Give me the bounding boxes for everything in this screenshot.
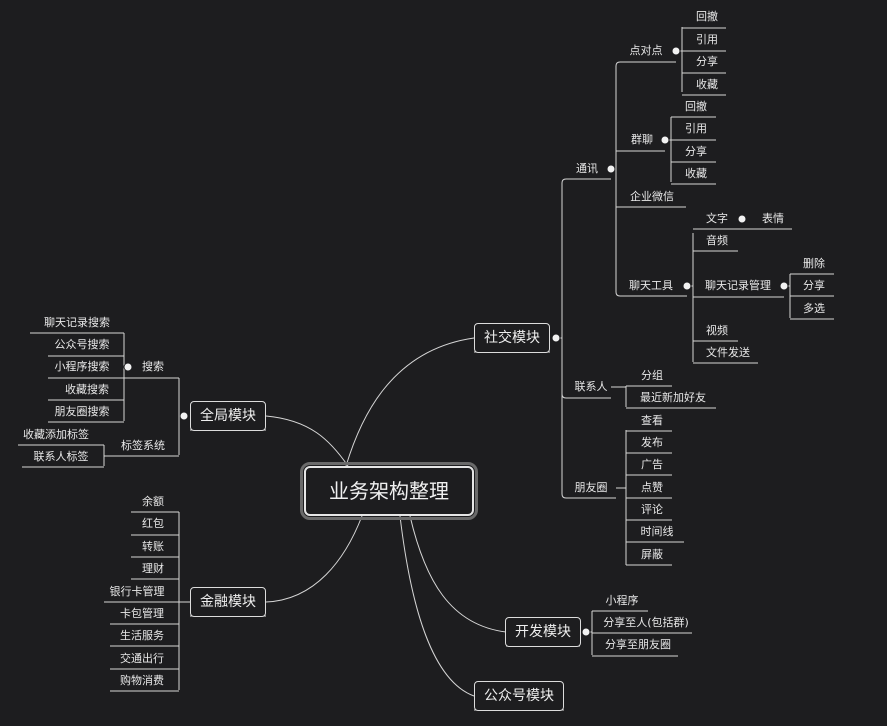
node-video[interactable]: 视频 xyxy=(706,324,728,337)
node-contacts-item[interactable]: 最近新加好友 xyxy=(640,391,706,404)
node-finance-module[interactable]: 金融模块 xyxy=(190,587,266,617)
node-group-item[interactable]: 收藏 xyxy=(685,167,707,180)
underline-moments xyxy=(561,493,616,499)
node-group-item[interactable]: 回撤 xyxy=(685,100,707,113)
collapse-toggle-icon[interactable] xyxy=(671,46,681,56)
node-history-item[interactable]: 删除 xyxy=(803,257,825,270)
node-finance-item[interactable]: 生活服务 xyxy=(120,629,164,642)
node-finance-item[interactable]: 购物消费 xyxy=(120,674,164,687)
node-p2p-item[interactable]: 引用 xyxy=(696,33,718,46)
node-finance-item[interactable]: 余额 xyxy=(142,495,164,508)
node-tag-item[interactable]: 联系人标签 xyxy=(33,450,89,463)
node-wecom[interactable]: 企业微信 xyxy=(630,190,674,203)
node-contacts[interactable]: 联系人 xyxy=(574,380,608,393)
node-group-item[interactable]: 引用 xyxy=(685,122,707,135)
node-group-chat[interactable]: 群聊 xyxy=(631,133,653,146)
node-finance-item[interactable]: 理财 xyxy=(142,562,164,575)
node-moments-item[interactable]: 查看 xyxy=(641,414,663,427)
node-tag-item[interactable]: 收藏添加标签 xyxy=(23,428,89,441)
collapse-toggle-icon[interactable] xyxy=(179,411,189,421)
collapse-toggle-icon[interactable] xyxy=(779,281,789,291)
node-p2p-item[interactable]: 收藏 xyxy=(696,78,718,91)
underline-tools xyxy=(615,291,687,297)
node-p2p-item[interactable]: 分享 xyxy=(696,55,718,68)
node-chat-tools[interactable]: 聊天工具 xyxy=(629,279,673,292)
node-finance-item[interactable]: 卡包管理 xyxy=(120,607,164,620)
node-global-module[interactable]: 全局模块 xyxy=(190,401,266,431)
node-search-item[interactable]: 朋友圈搜索 xyxy=(54,405,110,418)
node-dev-item[interactable]: 分享至人(包括群) xyxy=(603,616,689,629)
node-finance-item[interactable]: 转账 xyxy=(142,540,164,553)
node-moments-item[interactable]: 广告 xyxy=(641,458,663,471)
node-p2p-item[interactable]: 回撤 xyxy=(696,10,718,23)
underline-p2p xyxy=(615,61,676,67)
node-search-item[interactable]: 聊天记录搜索 xyxy=(44,316,110,329)
node-dev-item[interactable]: 小程序 xyxy=(605,594,639,607)
node-official-account-module[interactable]: 公众号模块 xyxy=(474,681,564,711)
underline-comm xyxy=(561,178,611,184)
collapse-toggle-icon[interactable] xyxy=(660,135,670,145)
node-finance-item[interactable]: 红包 xyxy=(142,517,164,530)
connector-root-global xyxy=(265,415,349,467)
node-chat-history[interactable]: 聊天记录管理 xyxy=(705,279,771,292)
node-history-item[interactable]: 多选 xyxy=(803,302,825,315)
collapse-toggle-icon[interactable] xyxy=(682,281,692,291)
node-moments-item[interactable]: 发布 xyxy=(641,436,663,449)
node-emoji[interactable]: 表情 xyxy=(762,212,784,225)
node-search-item[interactable]: 收藏搜索 xyxy=(65,383,109,396)
node-comm[interactable]: 通讯 xyxy=(576,162,598,175)
underline-contacts xyxy=(561,393,611,399)
node-dev-item[interactable]: 分享至朋友圈 xyxy=(605,638,671,651)
node-dev-module[interactable]: 开发模块 xyxy=(505,617,581,647)
node-moments-item[interactable]: 点赞 xyxy=(641,481,663,494)
collapse-toggle-icon[interactable] xyxy=(123,362,133,372)
collapse-toggle-icon[interactable] xyxy=(581,627,591,637)
connector-root-dev xyxy=(409,515,507,633)
node-moments-item[interactable]: 时间线 xyxy=(640,525,674,538)
node-moments[interactable]: 朋友圈 xyxy=(574,481,608,494)
connector-root-official xyxy=(399,515,475,697)
node-moments-item[interactable]: 评论 xyxy=(641,503,663,516)
collapse-toggle-icon[interactable] xyxy=(606,164,616,174)
connector-root-social xyxy=(345,337,475,467)
collapse-toggle-icon[interactable] xyxy=(551,333,561,343)
collapse-toggle-icon[interactable] xyxy=(737,214,747,224)
root-node[interactable]: 业务架构整理 xyxy=(300,462,478,520)
node-group-item[interactable]: 分享 xyxy=(685,145,707,158)
node-moments-item[interactable]: 屏蔽 xyxy=(641,548,663,561)
node-audio[interactable]: 音频 xyxy=(706,234,728,247)
node-text[interactable]: 文字 xyxy=(706,212,728,225)
node-p2p[interactable]: 点对点 xyxy=(629,44,663,57)
node-search[interactable]: 搜索 xyxy=(142,360,164,373)
node-contacts-item[interactable]: 分组 xyxy=(641,369,663,382)
node-search-item[interactable]: 公众号搜索 xyxy=(54,338,110,351)
node-tag-system[interactable]: 标签系统 xyxy=(121,439,165,452)
connector-root-finance xyxy=(265,515,363,603)
node-history-item[interactable]: 分享 xyxy=(803,279,825,292)
node-finance-item[interactable]: 银行卡管理 xyxy=(109,585,165,598)
node-finance-item[interactable]: 交通出行 xyxy=(120,652,164,665)
node-social-module[interactable]: 社交模块 xyxy=(474,323,550,353)
node-file-send[interactable]: 文件发送 xyxy=(706,346,750,359)
node-search-item[interactable]: 小程序搜索 xyxy=(54,360,110,373)
